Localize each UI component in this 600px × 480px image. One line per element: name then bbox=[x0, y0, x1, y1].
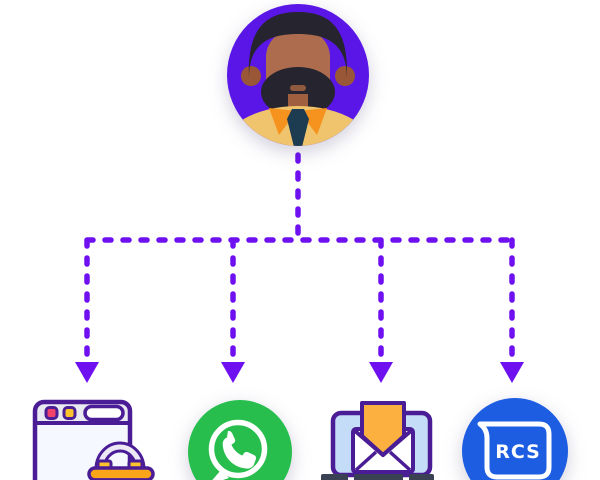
rcs-label: RCS bbox=[495, 441, 541, 463]
laptop-email-icon bbox=[321, 401, 434, 480]
whatsapp-circle bbox=[188, 400, 292, 480]
dashed-line bbox=[84, 152, 515, 359]
avatar-person-illustration bbox=[227, 12, 369, 146]
laptop-base-right bbox=[409, 474, 434, 480]
arrow-down-icon bbox=[221, 362, 245, 383]
browser-dot-yellow bbox=[62, 406, 77, 420]
hair bbox=[248, 12, 348, 78]
rcs-circle bbox=[462, 398, 568, 480]
browser-address-bar bbox=[83, 404, 125, 422]
ear-right bbox=[335, 66, 355, 86]
online-store-browser-icon bbox=[32, 399, 155, 480]
tie bbox=[287, 109, 309, 146]
whatsapp-bubble-tail bbox=[212, 470, 229, 480]
mouth bbox=[290, 85, 306, 91]
open-envelope-icon bbox=[351, 401, 415, 474]
beard bbox=[261, 67, 335, 117]
shirt bbox=[227, 106, 369, 146]
laptop-base-left bbox=[321, 474, 348, 480]
ear-left bbox=[241, 66, 261, 86]
envelope-creases bbox=[354, 450, 412, 472]
phone-handset-icon bbox=[222, 430, 257, 469]
shopping-bag-icon bbox=[87, 441, 155, 480]
envelope-open-flap bbox=[352, 428, 414, 457]
arrow-down-icon bbox=[369, 362, 393, 383]
browser-dot-red bbox=[44, 406, 59, 420]
dashed-connector-lines bbox=[75, 152, 524, 383]
bag-top-bar bbox=[87, 466, 155, 480]
arrow-down-icon bbox=[500, 362, 524, 383]
whatsapp-icon bbox=[188, 400, 292, 480]
whatsapp-bubble-outline bbox=[208, 419, 268, 479]
rcs-icon: RCS bbox=[462, 398, 568, 480]
laptop-base-center bbox=[354, 474, 403, 480]
arrow-down-icon bbox=[75, 362, 99, 383]
rcs-chat-bubble bbox=[477, 421, 552, 480]
person-avatar bbox=[227, 4, 369, 146]
